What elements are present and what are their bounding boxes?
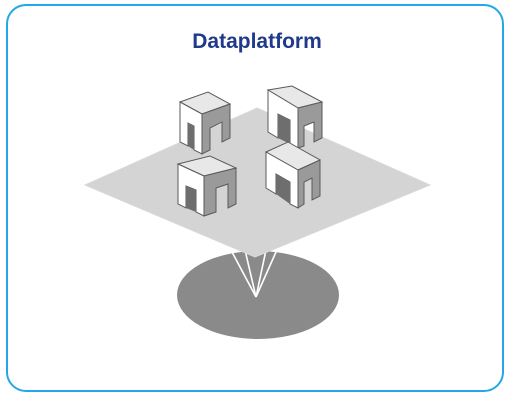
platform-plane — [83, 107, 432, 258]
diagram-title: Dataplatform — [192, 30, 322, 53]
arch-block-icon — [176, 155, 238, 217]
arch-block-icon — [178, 91, 232, 155]
base-ellipse — [177, 251, 339, 339]
support-lines — [231, 249, 277, 298]
arch-block-icon — [266, 85, 324, 149]
arch-block-icon — [264, 141, 322, 209]
